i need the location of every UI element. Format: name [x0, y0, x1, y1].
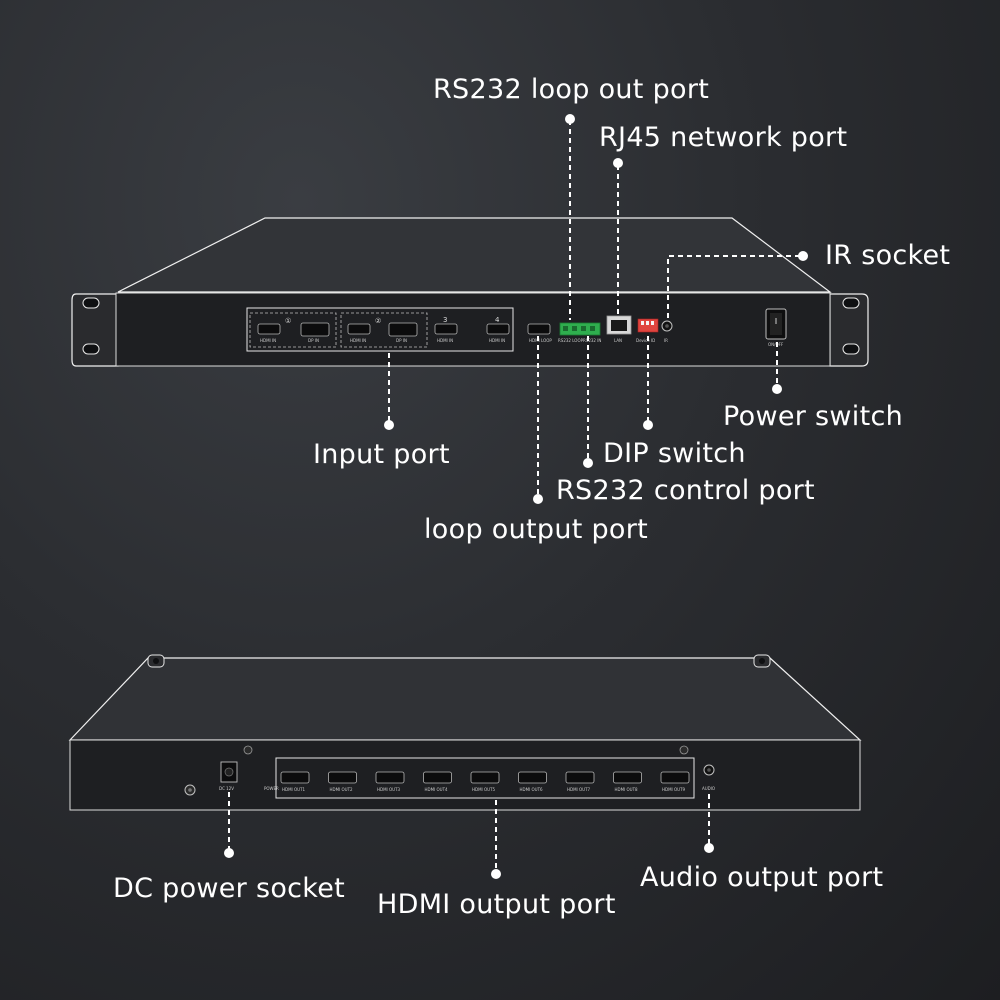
rear-ear-left [147, 654, 165, 668]
label-hdmi-in-3: HDMI IN [437, 338, 453, 343]
label-hdmi-out-8: HDMI OUT8 [615, 787, 639, 792]
rs232-terminal-block [559, 322, 601, 336]
label-hdmi-out-5: HDMI OUT5 [472, 787, 496, 792]
label-hdmi-out-7: HDMI OUT7 [567, 787, 591, 792]
label-rj45-network: RJ45 network port [599, 122, 848, 153]
screw-left [243, 745, 253, 755]
label-hdmi-in-1: HDMI IN [260, 338, 276, 343]
hdmi-out-port-7 [565, 771, 595, 784]
screw-right [679, 745, 689, 755]
dc-power-socket [220, 761, 238, 783]
hdmi-out-port-4 [423, 771, 452, 784]
power-rocker-switch [765, 308, 787, 340]
group-number-2: ② [375, 317, 381, 325]
label-lan: LAN [614, 338, 622, 343]
hdmi-loop-port [527, 323, 551, 335]
label-rs232-control: RS232 control port [556, 475, 815, 506]
rear-ear-right [753, 654, 771, 668]
rear-device: DC 12V POWER HDMI OUT1 HDMI OUT2 HDMI OUT3… [68, 654, 862, 811]
label-onoff: ON/OFF [768, 342, 784, 347]
front-chassis-top [117, 217, 832, 293]
label-rs232-loop: RS232 LOOP [558, 338, 584, 343]
label-audio: AUDIO [702, 786, 715, 791]
dot-rj45 [613, 158, 623, 168]
dot-audio [704, 843, 714, 853]
label-hdmi-out-6: HDMI OUT6 [520, 787, 544, 792]
rear-chassis-top [68, 657, 862, 741]
group-number-1: ① [285, 317, 291, 325]
label-ir-socket: IR socket [825, 240, 951, 271]
rear-callout-lines [228, 792, 710, 872]
label-hdmi-out-4: HDMI OUT4 [425, 787, 449, 792]
input-group-2-box [340, 312, 428, 348]
label-power-switch: Power switch [723, 401, 904, 432]
dip-switch [637, 318, 659, 333]
dot-rs232-control [583, 458, 593, 468]
rack-ear-right [829, 293, 869, 367]
label-hdmi-out-3: HDMI OUT3 [377, 787, 401, 792]
hdmi-out-port-2 [328, 771, 357, 784]
input-port-box [246, 307, 514, 352]
label-dc-power-socket: DC power socket [113, 873, 346, 904]
dp-in-1 [300, 322, 330, 337]
label-hdmi-loop: HDMI LOOP [529, 338, 552, 343]
rear-callout-dots [224, 843, 714, 879]
dot-power [772, 384, 782, 394]
label-hdmi-out-2: HDMI OUT2 [330, 787, 354, 792]
hdmi-in-3 [434, 323, 458, 335]
ir-socket [661, 320, 673, 332]
dot-dc [224, 848, 234, 858]
label-rs232-in: RS232 IN [583, 338, 601, 343]
label-hdmi-in-4: HDMI IN [489, 338, 505, 343]
label-audio-output-port: Audio output port [640, 862, 884, 893]
hdmi-output-box [275, 757, 695, 799]
label-dp-in-1: DP IN [308, 338, 319, 343]
label-rs232-loop-out: RS232 loop out port [433, 74, 710, 105]
label-hdmi-out-9: HDMI OUT9 [662, 787, 686, 792]
callout-line-ir [667, 255, 800, 320]
label-dip-switch: DIP switch [603, 438, 746, 469]
input-group-1-box [249, 312, 337, 348]
hdmi-out-port-6 [518, 771, 547, 784]
dp-in-2 [388, 322, 418, 337]
label-dip: Device ID [636, 338, 655, 343]
hdmi-out-port-9 [660, 771, 690, 784]
label-hdmi-out-1: HDMI OUT1 [282, 787, 306, 792]
ground-screw [184, 784, 196, 796]
rear-face [69, 739, 861, 811]
front-callout-lines [388, 120, 800, 497]
rack-ear-left [71, 293, 119, 367]
hdmi-in-2 [347, 323, 371, 335]
dot-dip [643, 420, 653, 430]
hdmi-out-port-3 [375, 771, 405, 784]
label-loop-output: loop output port [424, 514, 649, 545]
group-number-3: 3 [443, 316, 447, 324]
front-callout-dots [384, 114, 808, 504]
label-dp-in-2: DP IN [396, 338, 407, 343]
dot-input [384, 420, 394, 430]
label-dc: DC 12V [219, 786, 234, 791]
hdmi-in-1 [257, 323, 281, 335]
hdmi-in-4 [486, 323, 510, 335]
label-power: POWER [264, 786, 279, 791]
audio-output-jack [703, 764, 715, 776]
label-ir: IR [664, 338, 668, 343]
label-hdmi-output-port: HDMI output port [377, 889, 616, 920]
hdmi-out-port-1 [280, 771, 310, 784]
rj45-port [606, 315, 632, 335]
dot-loop [533, 494, 543, 504]
group-number-4: 4 [495, 316, 500, 324]
front-face [115, 292, 831, 367]
hdmi-out-port-8 [613, 771, 642, 784]
dot-ir [798, 251, 808, 261]
front-device: ① ② 3 4 HDMI IN DP IN HDMI IN DP IN HDMI… [71, 217, 869, 367]
label-hdmi-in-2: HDMI IN [350, 338, 366, 343]
dot-hdmi-out [491, 869, 501, 879]
label-input-port: Input port [313, 439, 450, 470]
hdmi-output-ports: HDMI OUT1 HDMI OUT2 HDMI OUT3 HDMI OUT4 HDMI… [280, 771, 690, 792]
hdmi-out-port-5 [470, 771, 500, 784]
dot-rs232-loop [565, 114, 575, 124]
